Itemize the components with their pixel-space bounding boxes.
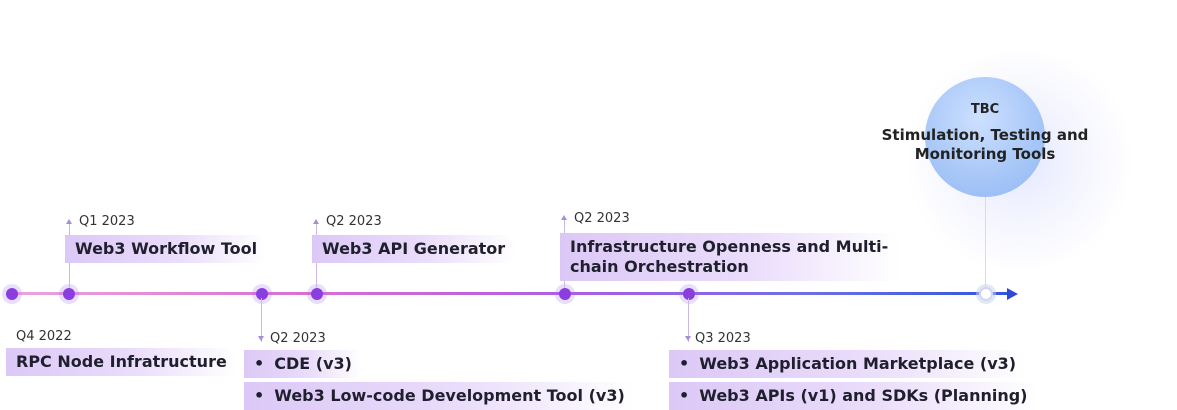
timeline-dot-end: [979, 287, 993, 301]
milestone-quarter: Q2 2023: [574, 211, 630, 226]
milestone-quarter: Q2 2023: [326, 214, 382, 229]
future-title: TBC: [970, 102, 1000, 117]
milestone-quarter: Q4 2022: [16, 329, 72, 344]
timeline-axis: [6, 292, 1011, 295]
milestone-label: Web3 APIs (v1) and SDKs (Planning): [669, 382, 1038, 410]
future-stem: [985, 197, 986, 289]
milestone-label: CDE (v3): [244, 350, 362, 378]
milestone-label: Web3 Workflow Tool: [65, 235, 268, 263]
milestone-label: Web3 API Generator: [312, 235, 516, 263]
milestone-label: Infrastructure Openness and Multi-chain …: [560, 233, 900, 281]
pointer-icon: [561, 215, 567, 220]
timeline-dot-start: [6, 288, 18, 300]
timeline-dot-q2-2023-cde: [256, 288, 268, 300]
stem-q3-2023: [688, 298, 689, 342]
milestone-quarter: Q3 2023: [695, 331, 751, 346]
timeline-dot-q2-2023-api: [311, 288, 323, 300]
timeline-dot-q2-2023-infra: [559, 288, 571, 300]
pointer-icon: [313, 219, 319, 224]
pointer-icon: [66, 219, 72, 224]
future-circle: [925, 77, 1045, 197]
stem-q2-2023-cde: [261, 298, 262, 342]
pointer-icon: [258, 336, 264, 341]
pointer-icon: [685, 336, 691, 341]
future-description: Stimulation, Testing and Monitoring Tool…: [881, 126, 1089, 163]
milestone-label: Web3 Application Marketplace (v3): [669, 350, 1027, 378]
milestone-quarter: Q2 2023: [270, 331, 326, 346]
timeline-dot-q3-2023: [683, 288, 695, 300]
milestone-label: Web3 Low-code Development Tool (v3): [244, 382, 635, 410]
timeline-dot-q1-2023: [63, 288, 75, 300]
milestone-label: RPC Node Infratructure: [6, 348, 237, 376]
milestone-quarter: Q1 2023: [79, 214, 135, 229]
timeline-arrow-icon: [1007, 288, 1018, 300]
